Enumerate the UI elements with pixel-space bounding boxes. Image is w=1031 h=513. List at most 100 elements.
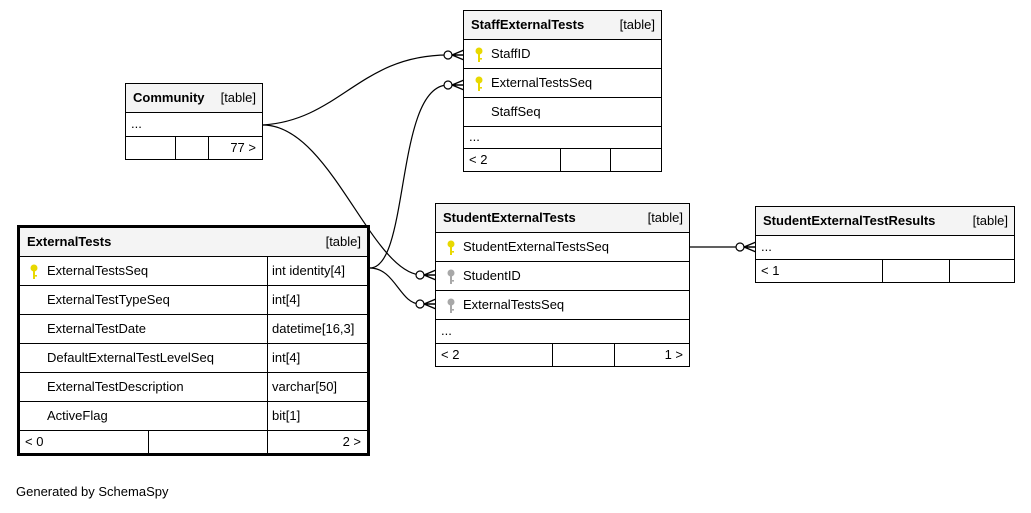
table-external-tests[interactable]: ExternalTests [table] ExternalTestsSeq i… <box>17 225 370 456</box>
table-name: ExternalTests <box>27 234 112 249</box>
column-type: bit[1] <box>272 408 301 423</box>
primary-key-icon <box>475 76 483 91</box>
table-footer: 77 > <box>126 137 262 159</box>
column-name: ExternalTestsSeq <box>47 263 149 278</box>
edge-community-studentid <box>262 124 421 276</box>
footer-left-count: < 2 <box>469 152 488 167</box>
primary-key-icon <box>475 47 483 62</box>
edge-end-results <box>735 242 745 252</box>
column-divider <box>267 373 268 401</box>
column-divider <box>267 402 268 430</box>
footer-divider <box>267 431 268 453</box>
footer-right-count: 2 > <box>342 434 361 449</box>
table-tag: [table] <box>972 213 1008 228</box>
column-row[interactable]: ActiveFlag bit[1] <box>20 402 367 431</box>
ellipsis: ... <box>441 323 452 338</box>
crowfoot-student-externaltestsseq <box>423 298 437 310</box>
table-header: StaffExternalTests [table] <box>464 11 661 40</box>
column-name: DefaultExternalTestLevelSeq <box>47 350 214 365</box>
generated-by-footer: Generated by SchemaSpy <box>16 484 169 499</box>
column-row[interactable]: ExternalTestDate datetime[16,3] <box>20 315 367 344</box>
table-footer: < 1 <box>756 260 1014 282</box>
column-name: StaffID <box>491 46 531 61</box>
column-row[interactable]: StaffID <box>464 40 661 69</box>
edge-end-staff-externaltestsseq <box>443 80 453 90</box>
column-row[interactable]: StaffSeq <box>464 98 661 127</box>
column-divider <box>267 315 268 343</box>
footer-right-count: 77 > <box>230 140 256 155</box>
column-type: datetime[16,3] <box>272 321 355 336</box>
table-staff-external-tests[interactable]: StaffExternalTests [table] StaffID Exter… <box>463 10 662 172</box>
table-name: Community <box>133 90 205 105</box>
column-name: ExternalTestDate <box>47 321 146 336</box>
table-student-external-test-results[interactable]: StudentExternalTestResults [table] ... <… <box>755 206 1015 283</box>
footer-left-count: < 1 <box>761 263 780 278</box>
table-header: ExternalTests [table] <box>20 228 367 257</box>
column-row[interactable]: ExternalTestsSeq <box>464 69 661 98</box>
edge-end-studentid <box>415 270 425 280</box>
column-row[interactable]: DefaultExternalTestLevelSeq int[4] <box>20 344 367 373</box>
column-name: StudentID <box>463 268 521 283</box>
crowfoot-results <box>743 241 757 253</box>
more-columns-row: ... <box>436 320 689 344</box>
footer-divider <box>614 344 615 366</box>
footer-left-count: < 0 <box>25 434 44 449</box>
ellipsis: ... <box>131 116 142 131</box>
crowfoot-studentid <box>423 269 437 281</box>
column-row[interactable]: StudentID <box>436 262 689 291</box>
primary-key-icon <box>447 240 455 255</box>
footer-divider <box>552 344 553 366</box>
ellipsis: ... <box>761 239 772 254</box>
column-row[interactable]: ExternalTestTypeSeq int[4] <box>20 286 367 315</box>
edge-externaltests-staff <box>369 84 449 269</box>
table-name: StudentExternalTests <box>443 210 576 225</box>
table-tag: [table] <box>220 90 256 105</box>
column-type: varchar[50] <box>272 379 338 394</box>
primary-key-icon <box>30 264 38 279</box>
footer-divider <box>175 137 176 159</box>
table-name: StudentExternalTestResults <box>763 213 936 228</box>
column-name: ExternalTestTypeSeq <box>47 292 170 307</box>
table-footer: < 0 2 > <box>20 431 367 453</box>
table-header: StudentExternalTestResults [table] <box>756 207 1014 236</box>
footer-divider <box>949 260 950 282</box>
table-community[interactable]: Community [table] ... 77 > <box>125 83 263 160</box>
more-columns-row: ... <box>756 236 1014 260</box>
column-type: int identity[4] <box>272 263 345 278</box>
column-name: ExternalTestsSeq <box>491 75 593 90</box>
more-columns-row: ... <box>464 127 661 149</box>
column-divider <box>267 286 268 314</box>
column-type: int[4] <box>272 350 301 365</box>
footer-right-count: 1 > <box>664 347 683 362</box>
column-row[interactable]: ExternalTestsSeq <box>436 291 689 320</box>
column-row[interactable]: StudentExternalTestsSeq <box>436 233 689 262</box>
column-divider <box>267 257 268 285</box>
foreign-key-icon <box>447 298 455 313</box>
table-header: StudentExternalTests [table] <box>436 204 689 233</box>
footer-divider <box>882 260 883 282</box>
table-tag: [table] <box>619 17 655 32</box>
column-name: ActiveFlag <box>47 408 108 423</box>
column-row[interactable]: ExternalTestsSeq int identity[4] <box>20 257 367 286</box>
table-tag: [table] <box>325 234 361 249</box>
table-student-external-tests[interactable]: StudentExternalTests [table] StudentExte… <box>435 203 690 367</box>
crowfoot-staffid <box>451 49 465 61</box>
table-header: Community [table] <box>126 84 262 113</box>
edge-community-staffid <box>262 54 449 126</box>
footer-divider <box>560 149 561 171</box>
column-name: ExternalTestDescription <box>47 379 184 394</box>
footer-left-count: < 2 <box>441 347 460 362</box>
table-tag: [table] <box>647 210 683 225</box>
column-name: ExternalTestsSeq <box>463 297 565 312</box>
footer-divider <box>208 137 209 159</box>
ellipsis: ... <box>469 129 480 144</box>
edge-end-staffid <box>443 50 453 60</box>
column-name: StaffSeq <box>491 104 541 119</box>
column-divider <box>267 344 268 372</box>
column-row[interactable]: ExternalTestDescription varchar[50] <box>20 373 367 402</box>
table-name: StaffExternalTests <box>471 17 585 32</box>
table-footer: < 2 1 > <box>436 344 689 366</box>
foreign-key-icon <box>447 269 455 284</box>
more-columns-row: ... <box>126 113 262 137</box>
